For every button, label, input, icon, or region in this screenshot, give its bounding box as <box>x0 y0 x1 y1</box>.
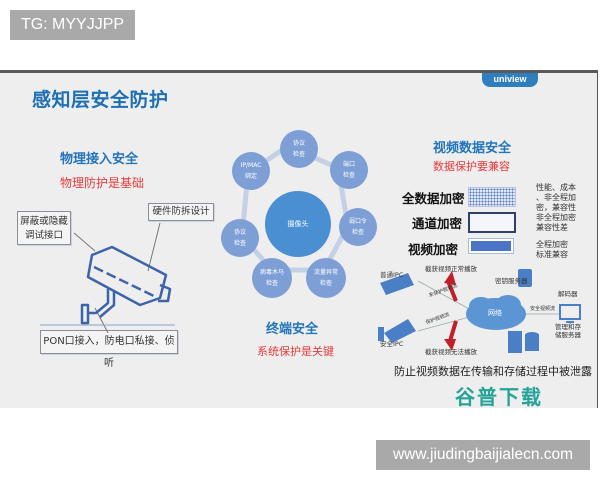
slide: 感知层安全防护 uniview 物理接入安全 物理防护是基础 屏蔽或隐藏 调试接… <box>0 70 598 409</box>
enc-note-full: 性能、成本 、非全程加 密，兼容性 <box>536 183 576 213</box>
note-line: 标准兼容 <box>536 250 568 259</box>
node-label: 协议 <box>292 140 305 147</box>
terminal-subheading: 系统保护是关键 <box>257 345 334 358</box>
note-line: 非全程加密 <box>536 213 576 222</box>
center-node-camera: 摄像头 <box>265 191 331 257</box>
node-ip-mac-binding: IP/MAC 绑定 <box>232 152 270 190</box>
node-label: 检查 <box>265 280 278 287</box>
video-subheading: 数据保护要兼容 <box>433 160 510 173</box>
node-label: 病毒木马 <box>259 269 284 276</box>
brand-tab: uniview <box>482 73 538 87</box>
node-label: 检查 <box>351 229 364 236</box>
terminal-heading: 终端安全 <box>266 322 319 337</box>
node-virus-check: 病毒木马检查 <box>252 258 292 298</box>
label-secure-ipc: 安全IPC <box>380 340 404 348</box>
enc-label-video: 视频加密 <box>408 242 459 257</box>
note-line: 密，兼容性 <box>536 203 576 212</box>
physical-subheading: 物理防护是基础 <box>60 176 145 190</box>
node-label: 检查 <box>233 240 246 247</box>
physical-heading: 物理接入安全 <box>60 152 139 167</box>
network-diagram <box>378 269 581 353</box>
label-mgmt-server: 管理和存 储服务器 <box>555 323 581 339</box>
enc-swatch-empty <box>468 212 516 233</box>
node-protocol-check-2: 协议检查 <box>221 219 259 257</box>
site-logo: 谷普下载 <box>455 385 543 409</box>
label-secure-stream: 安全视频流 <box>530 306 556 312</box>
node-label: 绑定 <box>244 173 257 180</box>
callout-anti-tamper: 硬件防拆设计 <box>148 203 214 221</box>
watermark-top: TG: MYYJJPP <box>10 10 135 40</box>
enc-swatch-dotted <box>468 187 516 207</box>
node-label: 检查 <box>342 172 355 179</box>
node-label: 检查 <box>292 151 305 158</box>
label-line: 储服务器 <box>555 331 581 339</box>
video-footer: 防止视频数据在传输和存储过程中被泄露 <box>394 365 592 378</box>
camera-icon <box>40 222 175 333</box>
callout-line: 屏蔽或隐藏 <box>20 216 68 227</box>
enc-label-full: 全数据加密 <box>402 191 465 206</box>
node-port-check: 端口检查 <box>330 151 368 189</box>
video-heading: 视频数据安全 <box>433 141 512 156</box>
label-intercept-fail: 截获视频无法播放 <box>425 348 477 356</box>
label-key-server: 密钥服务器 <box>495 277 528 285</box>
node-label: 弱口令 <box>348 218 367 225</box>
node-label: IP/MAC <box>240 162 262 169</box>
node-protocol-check: 协议检查 <box>280 130 318 168</box>
node-weak-password-check: 弱口令检查 <box>339 208 377 246</box>
enc-note-channel: 非全程加密 兼容性差 <box>536 213 576 233</box>
label-line: 管理和存 <box>555 323 581 331</box>
enc-swatch-solid <box>468 238 514 254</box>
note-line: 全程加密 <box>536 240 568 249</box>
enc-note-video: 全程加密 标准兼容 <box>536 240 568 260</box>
node-traffic-anomaly-check: 流量异常检查 <box>306 258 346 298</box>
node-label: 流量异常 <box>313 269 338 276</box>
callout-pon: PON口接入，防电口私接、侦听 <box>40 330 178 369</box>
enc-label-channel: 通道加密 <box>412 216 463 231</box>
node-label: 检查 <box>319 280 332 287</box>
slide-title: 感知层安全防护 <box>32 89 169 111</box>
label-network: 网络 <box>488 309 502 317</box>
node-label: 协议 <box>233 229 246 236</box>
node-label: 端口 <box>342 161 355 168</box>
note-line: 性能、成本 <box>536 183 576 192</box>
callout-debug-port: 屏蔽或隐藏 调试接口 <box>17 211 71 245</box>
note-line: 兼容性差 <box>536 223 568 232</box>
watermark-bottom: www.jiudingbaijialecn.com <box>376 440 590 470</box>
note-line: 、非全程加 <box>536 193 576 202</box>
label-intercept-ok: 截获视频正常播放 <box>425 265 477 273</box>
label-normal-ipc: 普通IPC <box>380 271 404 279</box>
callout-line: 调试接口 <box>24 230 63 241</box>
label-decoder: 解码器 <box>558 290 578 298</box>
